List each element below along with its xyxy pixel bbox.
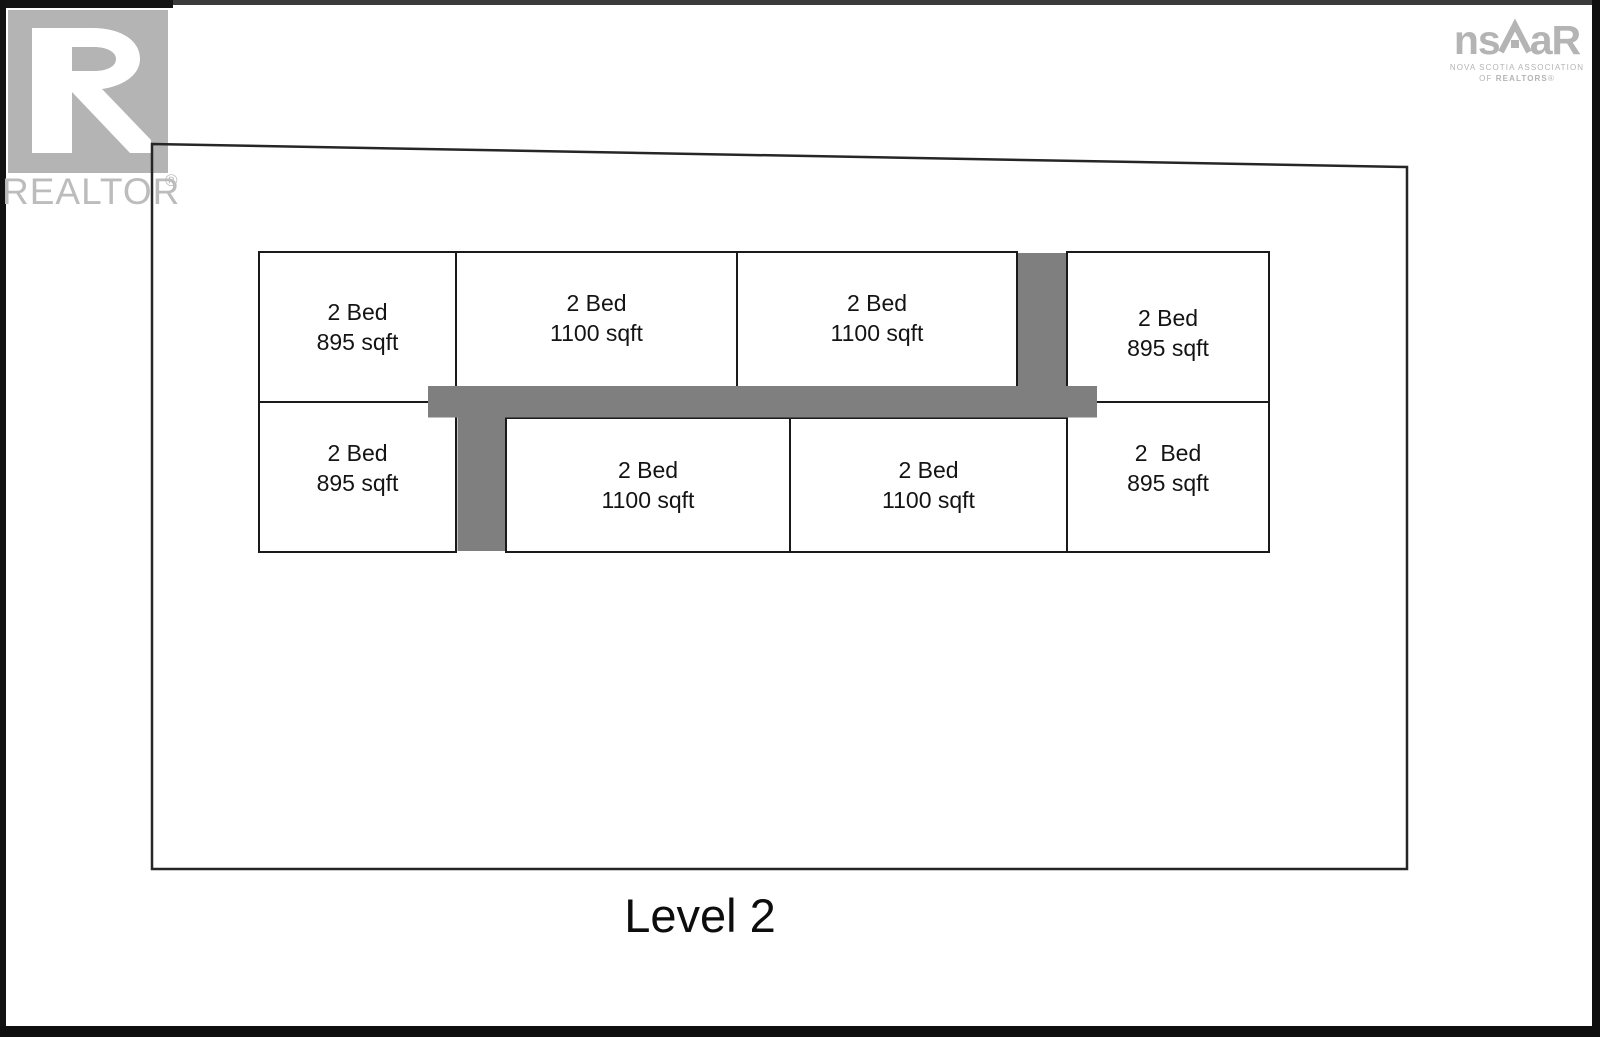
nsar-logotype-prefix: ns	[1453, 17, 1501, 63]
realtor-wordmark: REALTOR	[2, 171, 181, 212]
unit-box-bottom-1100-a	[505, 417, 791, 553]
unit-box-bottom-right-895	[1066, 401, 1270, 553]
unit-box-top-1100-a	[455, 251, 738, 403]
frame-top-bar	[0, 0, 1600, 5]
property-outline	[150, 142, 1409, 871]
level-caption: Level 2	[624, 889, 776, 942]
nsar-logo: ns aR NOVA SCOTIA ASSOCIATION OF REALTOR…	[1442, 18, 1592, 84]
nsar-tagline-line2: OF REALTORS®	[1479, 74, 1555, 83]
corridor-stub-top	[1018, 253, 1066, 417]
nsar-logotype: ns aR	[1442, 18, 1592, 62]
nsar-tagline-line1: NOVA SCOTIA ASSOCIATION	[1449, 63, 1585, 72]
unit-box-bottom-1100-b	[789, 417, 1068, 553]
frame-left-bar	[0, 0, 6, 1037]
nsar-logotype-suffix: aR	[1529, 17, 1581, 63]
frame-right-bar	[1592, 0, 1600, 1037]
house-icon	[1498, 18, 1532, 54]
corridor-stub-bottom	[457, 386, 505, 551]
frame-top-left-bar	[0, 0, 173, 8]
realtor-registered-mark: ®	[165, 171, 178, 190]
realtor-r-icon	[8, 10, 168, 173]
unit-box-top-left-895	[258, 251, 457, 403]
realtor-r-letter	[32, 28, 151, 153]
frame-bottom-bar	[0, 1026, 1600, 1037]
corridor-hallway	[428, 386, 1097, 418]
unit-box-bottom-left-895	[258, 401, 457, 553]
